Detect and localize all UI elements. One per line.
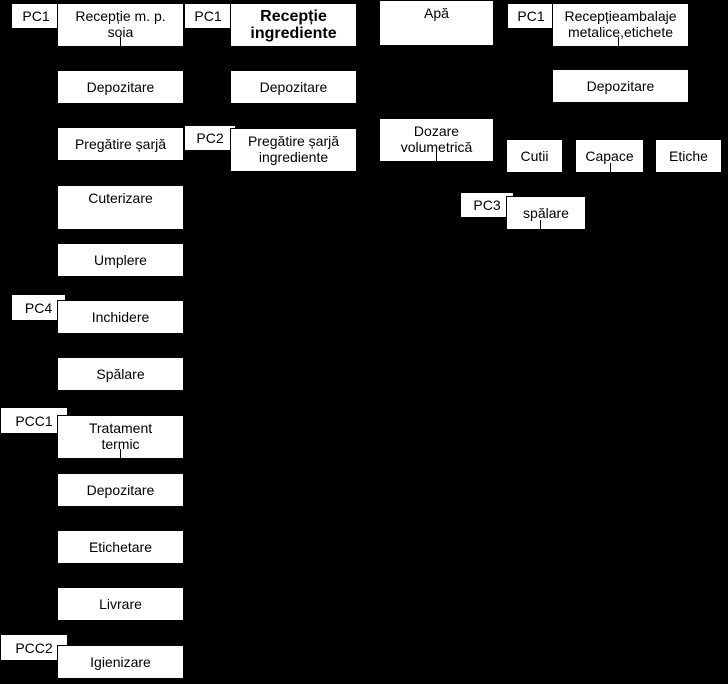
step-receptie-soia: Recepție m. p.soia — [57, 3, 184, 47]
connector-tick — [120, 449, 121, 459]
connector-tick — [618, 37, 619, 47]
step-depozitare-1: Depozitare — [57, 70, 184, 104]
step-inchidere: Inchidere — [57, 300, 184, 334]
pc1-label-col2: PC1 — [184, 3, 232, 29]
step-depozitare-ambalaje: Depozitare — [552, 69, 689, 103]
pc2-label: PC2 — [184, 125, 236, 151]
step-apa: Apă — [379, 0, 494, 46]
step-umplere: Umplere — [57, 243, 184, 277]
step-etichetare: Etichetare — [57, 530, 184, 564]
step-spalare: Spălare — [57, 357, 184, 391]
pc3-label: PC3 — [460, 192, 514, 218]
connector-tick — [436, 152, 437, 162]
step-cutii: Cutii — [506, 139, 563, 173]
connector-tick — [610, 163, 611, 173]
connector-tick — [120, 37, 121, 47]
step-depozitare-2: Depozitare — [57, 473, 184, 507]
step-depozitare-ingrediente: Depozitare — [230, 70, 357, 104]
pc1-label-col1: PC1 — [11, 3, 61, 29]
pcc2-label: PCC2 — [0, 634, 68, 661]
pcc1-label: PCC1 — [0, 407, 68, 434]
connector-tick — [540, 220, 541, 230]
step-capace: Capace — [575, 139, 644, 173]
step-cuterizare: Cuterizare — [57, 185, 184, 230]
step-igienizare: Igienizare — [57, 645, 184, 679]
step-livrare: Livrare — [57, 587, 184, 621]
pc4-label: PC4 — [11, 294, 66, 321]
step-etichete: Etiche — [655, 139, 722, 173]
step-pregatire-sarja: Pregătire șarjă — [57, 127, 184, 161]
step-spalare-ambalaje: spălare — [506, 196, 586, 230]
pc1-label-col4: PC1 — [507, 3, 555, 29]
